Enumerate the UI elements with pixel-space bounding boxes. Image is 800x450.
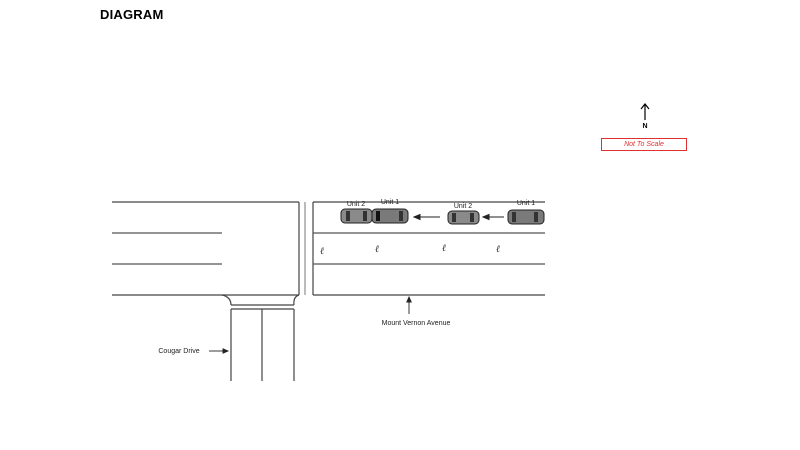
lane-symbol: ℓ [442, 243, 446, 254]
cougar-drive-label: Cougar Drive [158, 348, 199, 355]
lane-symbol: ℓ [320, 246, 324, 257]
mount-vernon-pointer [406, 295, 412, 314]
page-heading: DIAGRAM [100, 7, 164, 22]
unit-label: Unit 2 [347, 201, 365, 208]
vehicle-unit-2-collision [340, 208, 373, 224]
cougar-drive-road [221, 294, 300, 381]
vehicle-unit-1-initial [507, 209, 545, 225]
north-arrow-icon: N [640, 103, 650, 130]
not-to-scale-note: Not To Scale [601, 138, 687, 151]
vehicle-unit-2-initial [447, 210, 480, 225]
lane-symbols: ℓ ℓ ℓ ℓ [320, 243, 500, 257]
mount-vernon-label: Mount Vernon Avenue [382, 320, 451, 327]
lane-lines [112, 232, 545, 265]
lane-symbol: ℓ [375, 244, 379, 255]
lane-symbol: ℓ [496, 244, 500, 255]
vehicle-unit-1-collision [371, 208, 409, 224]
unit-label: Unit 2 [454, 203, 472, 210]
unit-label: Unit 1 [517, 200, 535, 207]
north-label: N [642, 123, 647, 130]
unit-label: Unit 1 [381, 199, 399, 206]
road-edges [112, 201, 545, 296]
travel-arrows [412, 213, 504, 221]
cougar-drive-pointer [209, 348, 230, 354]
